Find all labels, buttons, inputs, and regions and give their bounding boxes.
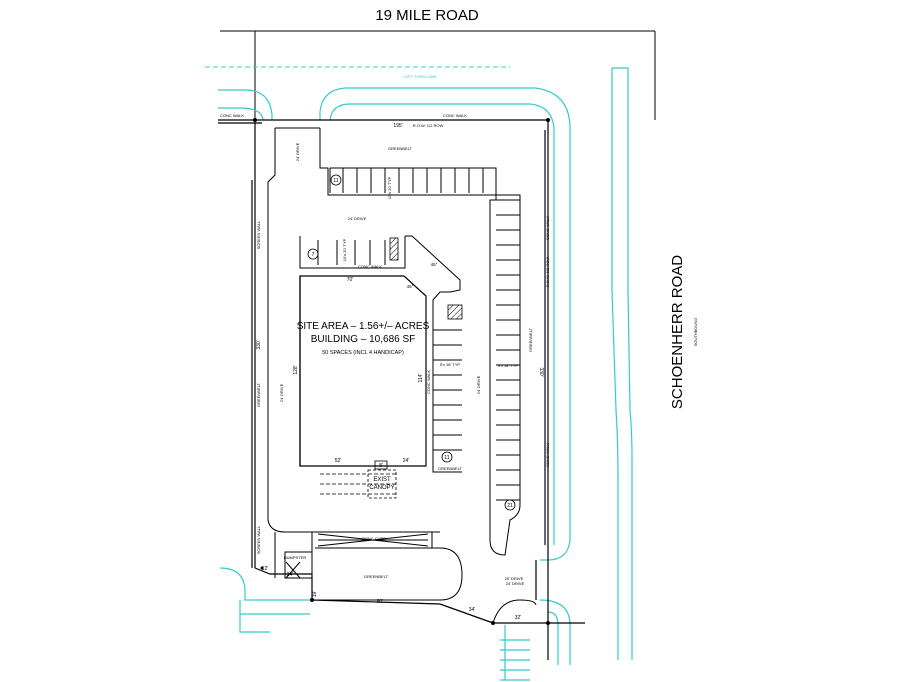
label-conc-walk-e2: CONC WALK	[545, 443, 550, 467]
stall-count-top: 11	[333, 178, 338, 184]
label-greenbelt-east: GREENBELT	[528, 327, 533, 351]
label-conc-walk-e: CONC WALK	[545, 216, 550, 240]
canopy	[320, 460, 397, 499]
dim-se-angle: 34'	[469, 607, 476, 613]
site-area-label: SITE AREA – 1.56+/– ACRES	[297, 321, 430, 332]
handicap-hatch-top	[389, 237, 399, 261]
dim-west-total: 330'	[256, 340, 262, 349]
dim-bldg-top: 70'	[347, 277, 354, 283]
label-drive-se: 24' DRIVE	[506, 581, 525, 586]
label-greenbelt-d: GREENBELT	[438, 466, 462, 471]
label-conc-walk-b: CONC WALK	[426, 370, 431, 394]
dim-bldg-left: 128'	[293, 365, 299, 374]
label-row-e: R.O.W. 1/2 ROW	[545, 257, 550, 288]
dim-se-width: 20' DRIVE	[505, 576, 524, 581]
north-road-label: 19 MILE ROAD	[375, 7, 479, 24]
stall-count-markers	[307, 174, 516, 511]
building-footprint	[299, 275, 427, 467]
dim-bldg-right: 114'	[418, 373, 424, 382]
dim-east-total: 330'	[538, 367, 544, 376]
canopy-label-line2: CANOPY	[369, 485, 394, 491]
east-road-label: SCHOENHERR ROAD	[669, 255, 686, 409]
stall-count-east-outer: 21	[507, 503, 513, 509]
east-road-sublabel: SOUTHBOUND	[693, 318, 698, 347]
label-conc-walk-c: CONC WALK	[358, 264, 382, 269]
site-curb	[267, 127, 521, 556]
building-area-label: BUILDING – 10,686 SF	[311, 334, 416, 345]
dimension-labels: 195' R.O.W. 1/2 ROW 330' 330' 70' 128' 1…	[256, 123, 544, 621]
label-screen-wall-s: SCREEN WALL	[256, 525, 261, 554]
label-typ-stall-3: 9'x 18' TYP	[440, 362, 460, 367]
label-typ-stall-2: 10'x 20' TYP	[342, 238, 347, 261]
dim-drive-south: 90'	[377, 599, 384, 605]
top-parking-stripes	[329, 168, 484, 193]
dim-bldg-bot-right: 24'	[403, 458, 410, 464]
canopy-label-line1: EXIST	[373, 477, 391, 483]
dim-drive-sw: 24'	[287, 572, 294, 578]
stall-count-inner: 7	[312, 252, 315, 258]
dim-corner-sw: 12'	[262, 566, 269, 572]
dim-aisle-nw: 24' DRIVE	[295, 142, 300, 161]
curb-lines	[218, 67, 633, 681]
road-edges	[220, 30, 656, 120]
se-island	[492, 599, 537, 624]
dim-se-drive: 32'	[515, 615, 522, 621]
dim-north-frontage: 195'	[393, 123, 402, 129]
small-annotations: CONC WALK CONC WALK GREENBELT GREENBELT …	[220, 113, 550, 586]
label-greenbelt-west: GREENBELT	[256, 382, 261, 406]
dim-drive-s-gap: 19'	[312, 591, 318, 598]
label-conc-walk-n: CONC WALK	[443, 113, 467, 118]
dim-bldg-bot-left: 52'	[335, 458, 342, 464]
dim-aisle-west: 24' DRIVE	[279, 383, 284, 402]
south-structures	[274, 531, 463, 601]
spaces-label: 50 SPACES (INCL 4 HANDICAP)	[322, 350, 404, 356]
handicap-hatch-east	[447, 304, 463, 320]
label-screen-wall: SCREEN WALL	[256, 220, 261, 249]
label-conc-curb: CONC CURB	[362, 536, 387, 541]
label-greenbelt-s: GREENBELT	[364, 574, 388, 579]
dim-aisle-top: 24' DRIVE	[348, 216, 367, 221]
label-typ-stall-4: 9'x 18' TYP	[498, 363, 518, 368]
dim-angle-right: 45°	[407, 284, 414, 289]
label-dumpster: DUMPSTER	[284, 555, 307, 560]
property-lines	[218, 119, 585, 660]
label-typ-stall-1: 10'x 20' TYP	[387, 176, 392, 199]
label-greenbelt-top: GREENBELT	[388, 146, 412, 151]
dim-bldg-bot-mid: 8'	[379, 463, 383, 469]
dim-aisle-east: 24' DRIVE	[476, 375, 481, 394]
turn-lane-label: LEFT TURN LANE	[403, 74, 437, 79]
label-conc-walk-nw: CONC WALK	[220, 113, 244, 118]
stall-count-east-inner: 11	[444, 455, 449, 461]
inner-island	[299, 235, 462, 473]
dim-angle-top: 45°	[431, 262, 438, 267]
dim-row: R.O.W. 1/2 ROW	[413, 123, 444, 128]
east-outer-stripes	[496, 199, 520, 501]
